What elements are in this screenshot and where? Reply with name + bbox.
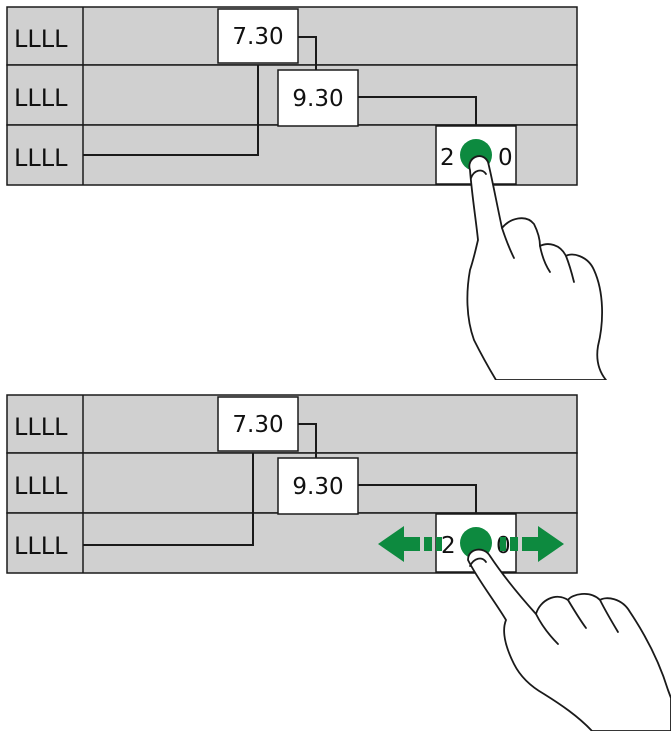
connector-task2-task3 [358, 96, 477, 125]
gantt-panel-tap: LLLL LLLL LLLL 7.30 9.30 2 0 [6, 6, 607, 381]
drag-arrow-left-dash-1 [424, 537, 432, 551]
connector-row3-task1 [83, 65, 259, 156]
task-value-2: 9.30 [292, 474, 343, 500]
task-box-1[interactable] [217, 396, 299, 452]
row-label-2: LLLL [14, 472, 68, 500]
row-label-1: LLLL [14, 413, 68, 441]
connector-task1-task2 [298, 423, 317, 458]
drag-arrow-right-dash-1 [510, 537, 518, 551]
row-label-2: LLLL [14, 84, 68, 112]
task-value-3-left: 2 [440, 145, 455, 171]
task-value-3-right: 0 [498, 145, 513, 171]
connector-task2-task3 [358, 484, 477, 513]
pointing-hand-icon [467, 548, 671, 732]
gantt-panel-drag: LLLL LLLL LLLL 7.30 9.30 2 0 [0, 388, 671, 732]
gantt-diagram-tap: LLLL LLLL LLLL 7.30 9.30 2 0 [6, 6, 607, 381]
task-value-2: 9.30 [292, 86, 343, 112]
task-box-2[interactable] [277, 69, 359, 127]
task-value-1: 7.30 [232, 412, 283, 438]
task-value-1: 7.30 [232, 24, 283, 50]
gantt-diagram-drag: LLLL LLLL LLLL 7.30 9.30 2 0 [6, 394, 671, 732]
row-label-3: LLLL [14, 532, 68, 560]
dependency-connectors [83, 36, 477, 156]
drag-arrow-right [522, 526, 564, 562]
connector-task1-task2 [298, 36, 317, 70]
drag-arrow-left-dash-2 [436, 537, 442, 551]
drag-arrow-right-dash-2 [500, 537, 506, 551]
task-box-1[interactable] [217, 8, 299, 64]
dependency-connectors [83, 423, 477, 546]
row-label-1: LLLL [14, 25, 68, 53]
pointing-hand-icon [466, 155, 607, 381]
drag-arrow-left [378, 526, 420, 562]
double-arrow-icon [378, 526, 564, 562]
row-label-3: LLLL [14, 144, 68, 172]
connector-row3-task1 [83, 453, 254, 546]
task-box-2[interactable] [277, 457, 359, 515]
task-value-3-left: 2 [441, 533, 456, 559]
